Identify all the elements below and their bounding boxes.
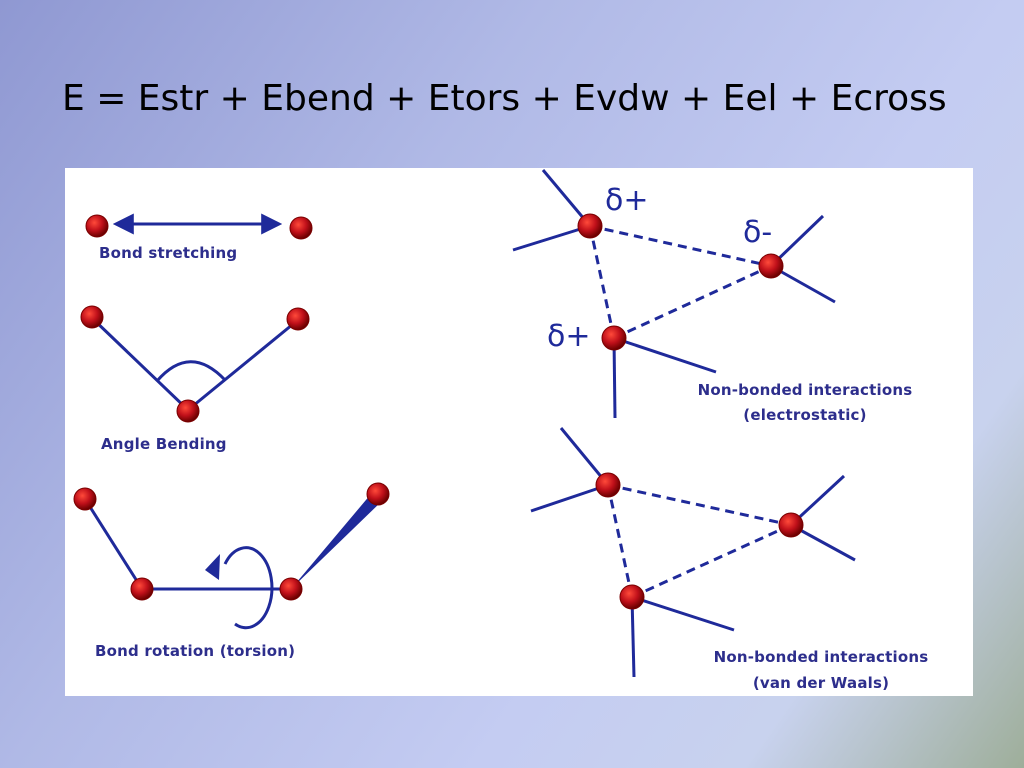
bond-line bbox=[630, 596, 636, 678]
bond-stretching-label: Bond stretching bbox=[99, 244, 238, 262]
atom bbox=[619, 584, 645, 610]
atom bbox=[366, 482, 390, 506]
bond-line bbox=[83, 498, 144, 590]
bond-stretching-figure bbox=[85, 213, 313, 240]
interaction-line bbox=[607, 483, 792, 527]
atom bbox=[595, 472, 621, 498]
force-field-diagram: Bond stretching Angle Bending Bond rotat… bbox=[65, 168, 973, 696]
bond-line bbox=[631, 595, 735, 632]
wedge-bond bbox=[291, 494, 383, 589]
partial-charge-label: δ+ bbox=[547, 319, 591, 354]
angle-bending-label: Angle Bending bbox=[101, 435, 227, 453]
atom bbox=[176, 399, 200, 423]
atom bbox=[73, 487, 97, 511]
rotation-arrow bbox=[223, 546, 274, 630]
atom bbox=[577, 213, 603, 239]
bond-line bbox=[613, 336, 717, 374]
electrostatic-figure bbox=[512, 169, 836, 419]
van-der-waals-figure bbox=[530, 427, 856, 678]
atom bbox=[85, 214, 109, 238]
interaction-line bbox=[588, 225, 616, 339]
interaction-line bbox=[631, 523, 792, 599]
atom bbox=[279, 577, 303, 601]
interaction-line bbox=[589, 224, 772, 268]
atom bbox=[778, 512, 804, 538]
atom bbox=[130, 577, 154, 601]
van-der-waals-label-line2: (van der Waals) bbox=[752, 674, 890, 692]
bond-rotation-figure bbox=[73, 482, 390, 630]
slide-title: E = Estr + Ebend + Etors + Evdw + Eel + … bbox=[62, 78, 947, 119]
diagram-canvas bbox=[73, 169, 856, 678]
bond-line bbox=[90, 316, 190, 412]
atom bbox=[601, 325, 627, 351]
atom bbox=[758, 253, 784, 279]
interaction-line bbox=[613, 264, 772, 340]
partial-charge-label: δ- bbox=[743, 215, 773, 250]
bond-line bbox=[512, 224, 591, 252]
partial-charge-label: δ+ bbox=[605, 183, 649, 218]
bond-line bbox=[187, 318, 299, 412]
bond-line bbox=[530, 483, 609, 513]
rotation-arrowhead bbox=[205, 554, 220, 580]
angle-arc bbox=[155, 360, 227, 382]
van-der-waals-label-line1: Non-bonded interactions bbox=[713, 648, 929, 666]
bond-line bbox=[612, 337, 617, 419]
angle-bending-figure bbox=[80, 305, 310, 423]
electrostatic-label-line1: Non-bonded interactions bbox=[697, 381, 913, 399]
interaction-line bbox=[606, 484, 634, 598]
atom bbox=[80, 305, 104, 329]
atom bbox=[289, 216, 313, 240]
atom bbox=[286, 307, 310, 331]
bond-rotation-label: Bond rotation (torsion) bbox=[95, 642, 296, 660]
electrostatic-label-line2: (electrostatic) bbox=[743, 406, 867, 424]
